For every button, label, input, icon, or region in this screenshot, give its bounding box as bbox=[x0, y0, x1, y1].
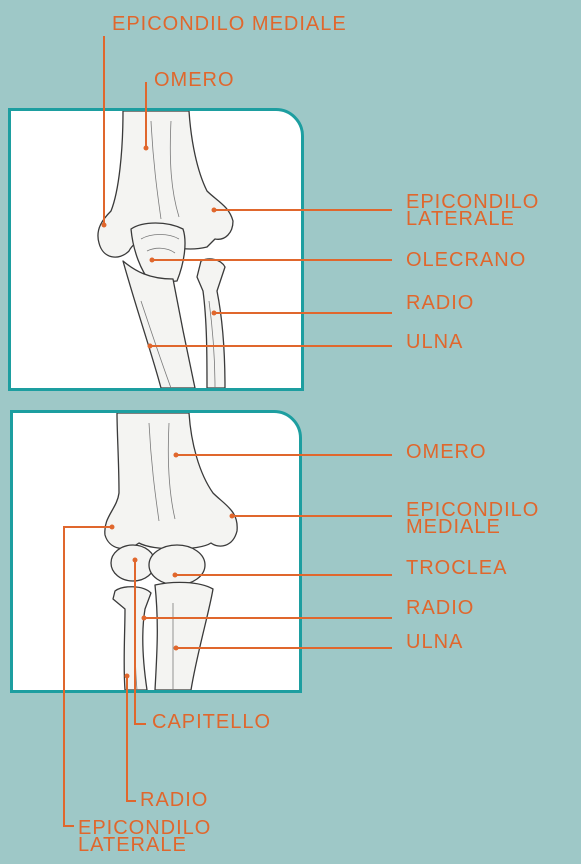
label-bottom-ulna: ULNA bbox=[406, 634, 463, 651]
label-bottom-capitello: CAPITELLO bbox=[152, 714, 271, 731]
label-bottom-epicondilo-laterale: EPICONDILO LATERALE bbox=[78, 820, 258, 854]
label-bottom-epicondilo-mediale: EPICONDILO MEDIALE bbox=[406, 502, 580, 536]
leader-bottom-epicondilo-laterale bbox=[64, 527, 112, 826]
label-top-epicondilo-mediale: EPICONDILO MEDIALE bbox=[112, 16, 347, 33]
label-top-omero: OMERO bbox=[154, 72, 235, 89]
label-top-radio: RADIO bbox=[406, 295, 474, 312]
label-bottom-omero: OMERO bbox=[406, 444, 487, 461]
label-top-ulna: ULNA bbox=[406, 334, 463, 351]
label-bottom-radio: RADIO bbox=[406, 600, 474, 617]
label-top-olecrano: OLECRANO bbox=[406, 252, 526, 269]
label-top-epicondilo-laterale: EPICONDILO LATERALE bbox=[406, 194, 580, 228]
label-bottom-radio-low: RADIO bbox=[140, 792, 208, 809]
label-bottom-troclea: TROCLEA bbox=[406, 560, 507, 577]
leader-bottom-capitello bbox=[135, 560, 146, 724]
